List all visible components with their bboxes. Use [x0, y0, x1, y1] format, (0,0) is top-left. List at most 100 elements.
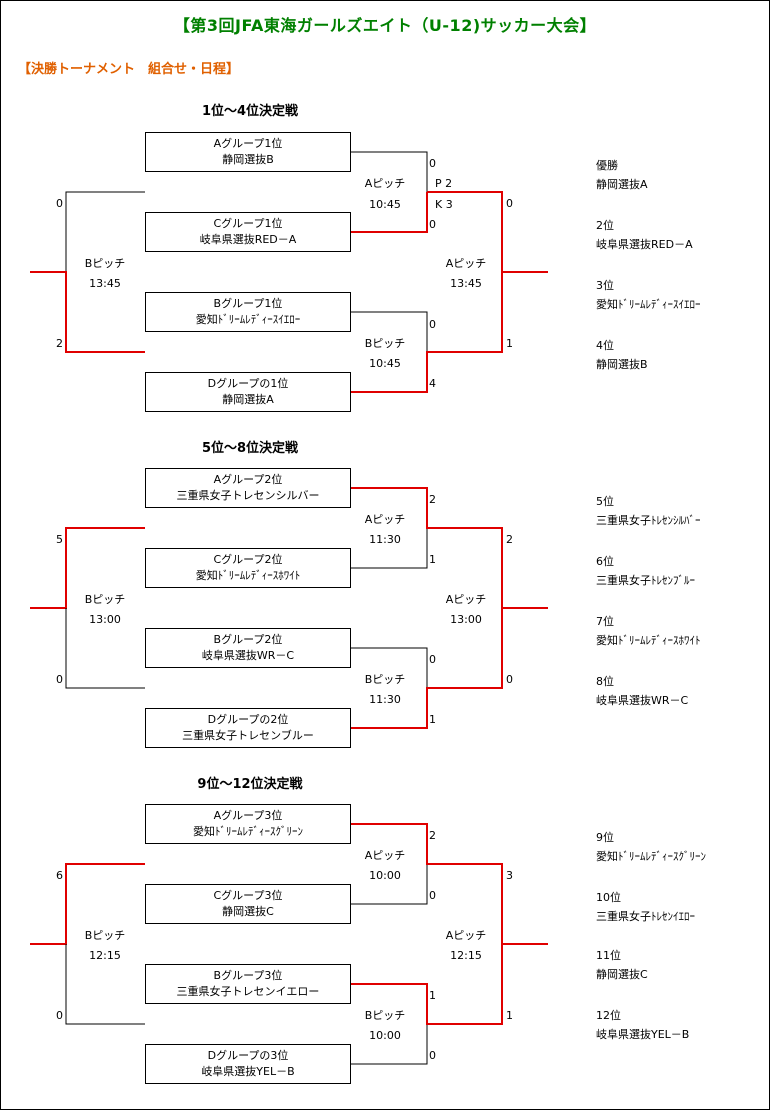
team-box: Aグループ2位三重県女子トレセンシルバー	[145, 468, 351, 508]
team-group: Aグループ1位	[213, 137, 283, 150]
score: 0	[56, 673, 63, 686]
result-team: 愛知ﾄﾞﾘｰﾑﾚﾃﾞｨｰｽｸﾞﾘｰﾝ	[596, 850, 706, 863]
match-time: 10:45	[369, 357, 401, 370]
result-team: 岐阜県選抜RED－A	[596, 238, 693, 251]
score: 0	[429, 1049, 436, 1062]
result-entry: 9位愛知ﾄﾞﾘｰﾑﾚﾃﾞｨｰｽｸﾞﾘｰﾝ	[596, 828, 706, 866]
result-rank: 5位	[596, 495, 614, 508]
team-box: Dグループの3位岐阜県選抜YEL－B	[145, 1044, 351, 1084]
team-group: Cグループ3位	[213, 889, 283, 902]
match-pitch: Aピッチ	[445, 593, 487, 606]
result-entry: 6位三重県女子ﾄﾚｾﾝﾌﾞﾙｰ	[596, 552, 695, 590]
team-name: 愛知ﾄﾞﾘｰﾑﾚﾃﾞｨｰｽｲｴﾛｰ	[195, 313, 301, 326]
section-heading-3: 9位～12位決定戦	[197, 777, 303, 792]
match-time: 13:45	[89, 277, 121, 290]
match-time: 12:15	[89, 949, 121, 962]
result-entry: 5位三重県女子ﾄﾚｾﾝｼﾙﾊﾞｰ	[596, 492, 701, 530]
result-rank: 優勝	[596, 159, 618, 172]
match-pitch: Aピッチ	[364, 513, 406, 526]
team-box: Cグループ1位岐阜県選抜RED－A	[145, 212, 351, 252]
team-box: Aグループ3位愛知ﾄﾞﾘｰﾑﾚﾃﾞｨｰｽｸﾞﾘｰﾝ	[145, 804, 351, 844]
team-box: Cグループ2位愛知ﾄﾞﾘｰﾑﾚﾃﾞｨｰｽﾎﾜｲﾄ	[145, 548, 351, 588]
team-group: Bグループ3位	[213, 969, 283, 982]
score: 1	[506, 1009, 513, 1022]
match-time: 11:30	[369, 693, 401, 706]
section-heading-2: 5位～8位決定戦	[201, 441, 299, 456]
score: 1	[429, 713, 436, 726]
result-entry: 7位愛知ﾄﾞﾘｰﾑﾚﾃﾞｨｰｽﾎﾜｲﾄ	[596, 612, 701, 650]
result-team: 三重県女子ﾄﾚｾﾝｲｴﾛｰ	[596, 910, 695, 923]
score: 0	[429, 157, 436, 170]
match-time: 11:30	[369, 533, 401, 546]
match-time: 13:00	[450, 613, 482, 626]
team-name: 愛知ﾄﾞﾘｰﾑﾚﾃﾞｨｰｽﾎﾜｲﾄ	[195, 569, 301, 582]
result-rank: 8位	[596, 675, 614, 688]
score: 0	[429, 889, 436, 902]
result-team: 愛知ﾄﾞﾘｰﾑﾚﾃﾞｨｰｽｲｴﾛｰ	[596, 298, 701, 311]
bracket-section-3	[30, 823, 548, 1065]
bracket-section-2	[30, 487, 548, 729]
result-team: 岐阜県選抜YEL－B	[596, 1028, 690, 1041]
score: 4	[429, 377, 436, 390]
section-heading-1: 1位～4位決定戦	[201, 104, 299, 119]
result-rank: 4位	[596, 339, 614, 352]
team-box: Bグループ3位三重県女子トレセンイエロー	[145, 964, 351, 1004]
score: 6	[56, 869, 63, 882]
match-time: 10:45	[369, 198, 401, 211]
result-team: 愛知ﾄﾞﾘｰﾑﾚﾃﾞｨｰｽﾎﾜｲﾄ	[596, 634, 701, 647]
match-time: 13:00	[89, 613, 121, 626]
team-group: Dグループの2位	[207, 713, 289, 726]
result-entry: 2位岐阜県選抜RED－A	[596, 216, 693, 254]
result-rank: 2位	[596, 219, 614, 232]
score: 1	[506, 337, 513, 350]
match-pitch: Aピッチ	[364, 849, 406, 862]
result-entry: 4位静岡選抜B	[596, 336, 648, 374]
team-name: 岐阜県選抜YEL－B	[201, 1065, 295, 1078]
result-entry: 3位愛知ﾄﾞﾘｰﾑﾚﾃﾞｨｰｽｲｴﾛｰ	[596, 276, 701, 314]
pk-score: K 3	[435, 198, 453, 211]
team-box: Dグループの2位三重県女子トレセンブルー	[145, 708, 351, 748]
score: 2	[506, 533, 513, 546]
score: 0	[56, 1009, 63, 1022]
page-subtitle: 【決勝トーナメント 組合せ・日程】	[18, 62, 240, 77]
score: 2	[429, 829, 436, 842]
team-name: 三重県女子トレセンイエロー	[176, 985, 320, 998]
team-box: Dグループの1位静岡選抜A	[145, 372, 351, 412]
page-title: 【第3回JFA東海ガールズエイト（U-12)サッカー大会】	[173, 16, 597, 35]
score: 0	[429, 218, 436, 231]
team-group: Aグループ2位	[213, 473, 283, 486]
result-entry: 8位岐阜県選抜WR－C	[596, 672, 688, 710]
score: 0	[429, 653, 436, 666]
score: 0	[506, 673, 513, 686]
team-group: Cグループ2位	[213, 553, 283, 566]
bracket-section-1	[30, 151, 548, 393]
result-entry: 優勝静岡選抜A	[596, 156, 648, 194]
match-pitch: Aピッチ	[445, 257, 487, 270]
result-team: 三重県女子ﾄﾚｾﾝﾌﾞﾙｰ	[596, 574, 695, 587]
result-team: 静岡選抜A	[596, 178, 648, 191]
result-rank: 10位	[596, 891, 621, 904]
match-time: 12:15	[450, 949, 482, 962]
result-rank: 12位	[596, 1009, 621, 1022]
team-group: Dグループの3位	[207, 1049, 289, 1062]
team-group: Bグループ2位	[213, 633, 283, 646]
result-entry: 11位静岡選抜C	[596, 946, 648, 984]
match-pitch: Bピッチ	[364, 1009, 406, 1022]
match-pitch: Aピッチ	[445, 929, 487, 942]
score: 0	[506, 197, 513, 210]
result-team: 静岡選抜C	[596, 968, 648, 981]
team-name: 静岡選抜B	[222, 153, 274, 166]
match-pitch: Bピッチ	[84, 593, 126, 606]
score: 5	[56, 533, 63, 546]
result-entry: 10位三重県女子ﾄﾚｾﾝｲｴﾛｰ	[596, 888, 695, 926]
score: 0	[429, 318, 436, 331]
team-name: 静岡選抜A	[222, 393, 274, 406]
match-pitch: Bピッチ	[84, 929, 126, 942]
score: 0	[56, 197, 63, 210]
match-time: 10:00	[369, 1029, 401, 1042]
match-pitch: Bピッチ	[364, 673, 406, 686]
result-team: 岐阜県選抜WR－C	[596, 694, 689, 707]
score: 3	[506, 869, 513, 882]
match-time: 13:45	[450, 277, 482, 290]
